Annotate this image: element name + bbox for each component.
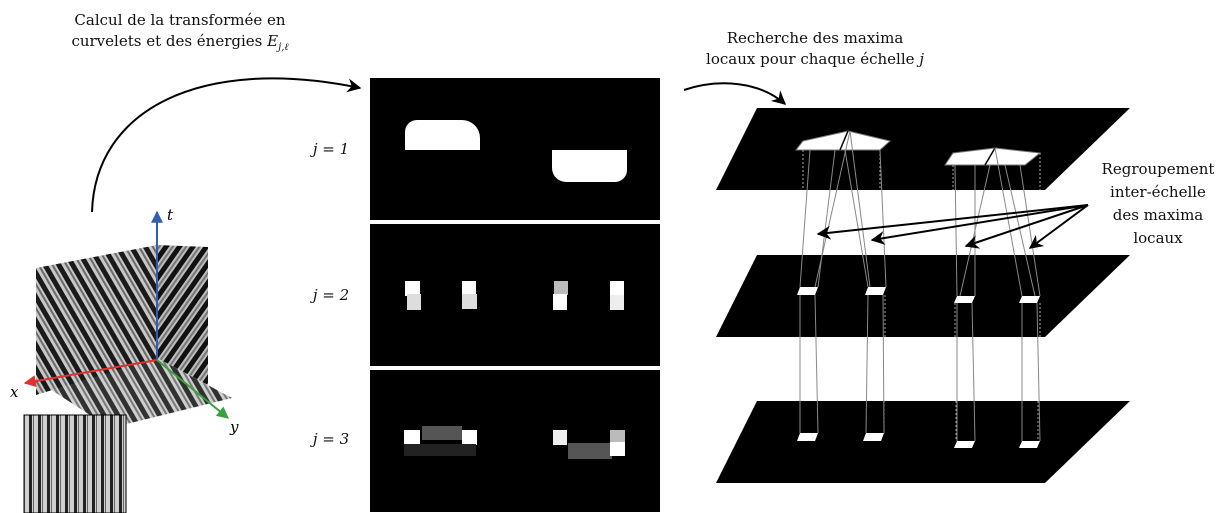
- curved-arrow-to-panels: [91, 77, 362, 213]
- maxima-square: [797, 287, 818, 295]
- regroupement-line: inter-échelle: [1110, 183, 1206, 201]
- transform-caption-line1: Calcul de la transformée en: [74, 11, 286, 29]
- maxima-division: [839, 130, 849, 151]
- y-axis-label: y: [229, 418, 239, 436]
- texture-thumbnail: [23, 414, 127, 513]
- volume-floor: [36, 358, 232, 428]
- energy-blob: [404, 430, 420, 445]
- regroupement-line: locaux: [1133, 229, 1183, 247]
- maxima-division: [984, 147, 996, 166]
- energy-blob: [405, 281, 420, 296]
- energy-blob: [610, 442, 625, 456]
- search-caption-line1: Recherche des maxima: [726, 29, 904, 47]
- search-caption-line2: locaux pour chaque échelle: [706, 50, 915, 68]
- energy-blob: [610, 281, 624, 296]
- energy-subscript: j,ℓ: [278, 42, 289, 53]
- maxima-region: [944, 147, 1042, 166]
- search-caption: Recherche des maxima locaux pour chaque …: [700, 28, 930, 70]
- energy-blob: [553, 430, 567, 445]
- energy-symbol: E: [267, 32, 279, 50]
- maxima-square: [954, 296, 975, 303]
- energy-panel-j2: [370, 224, 660, 366]
- maxima-square: [797, 433, 818, 441]
- maxima-square: [954, 441, 975, 448]
- energy-blob: [553, 294, 567, 310]
- spatiotemporal-volume: [36, 245, 232, 428]
- energy-blob: [422, 426, 462, 440]
- maxima-plane-j3: [716, 401, 1130, 483]
- x-axis: [23, 359, 158, 388]
- scale-label-2: j = 2: [312, 286, 350, 304]
- transform-caption: Calcul de la transformée en curvelets et…: [60, 10, 300, 58]
- energy-blob: [610, 430, 625, 444]
- energy-blob: [568, 443, 612, 459]
- maxima-square: [1019, 441, 1040, 448]
- maxima-square: [863, 433, 884, 441]
- maxima-region: [794, 130, 892, 151]
- curved-arrow-to-maxima: [683, 82, 787, 105]
- energy-blob: [407, 294, 421, 310]
- energy-blob: [462, 281, 476, 297]
- transform-caption-line2: curvelets et des énergies: [71, 32, 263, 50]
- energy-blob: [610, 295, 624, 310]
- energy-blob: [462, 430, 477, 445]
- x-axis-label: x: [10, 383, 19, 401]
- volume-right-face: [157, 245, 208, 385]
- energy-blob: [552, 150, 627, 182]
- maxima-square: [865, 287, 886, 295]
- t-axis-label: t: [167, 206, 174, 224]
- energy-blob: [404, 444, 476, 456]
- energy-blob: [554, 281, 568, 295]
- y-axis: [156, 359, 229, 419]
- regroupement-line: Regroupement: [1101, 160, 1215, 178]
- energy-blob: [405, 120, 480, 150]
- maxima-plane-j2: [716, 255, 1130, 337]
- scale-label-1: j = 1: [312, 140, 350, 158]
- inter-scale-links: [799, 130, 1041, 442]
- transform-caption-line2-wrap: curvelets et des énergies Ej,ℓ: [60, 31, 300, 58]
- search-caption-line2-wrap: locaux pour chaque échelle j: [700, 49, 930, 70]
- volume-left-face: [36, 245, 157, 395]
- scale-symbol-j: j: [919, 50, 924, 68]
- maxima-square: [1019, 296, 1040, 303]
- scale-label-3: j = 3: [312, 430, 350, 448]
- regroupement-arrows: [816, 204, 1089, 249]
- energy-blob: [462, 294, 477, 309]
- energy-panel-j1: [370, 78, 660, 220]
- maxima-plane-j1: [716, 108, 1130, 190]
- energy-panel-j3: [370, 370, 660, 512]
- regroupement-line: des maxima: [1112, 206, 1204, 224]
- regroupement-label: Regroupement inter-échelle des maxima lo…: [1093, 158, 1223, 250]
